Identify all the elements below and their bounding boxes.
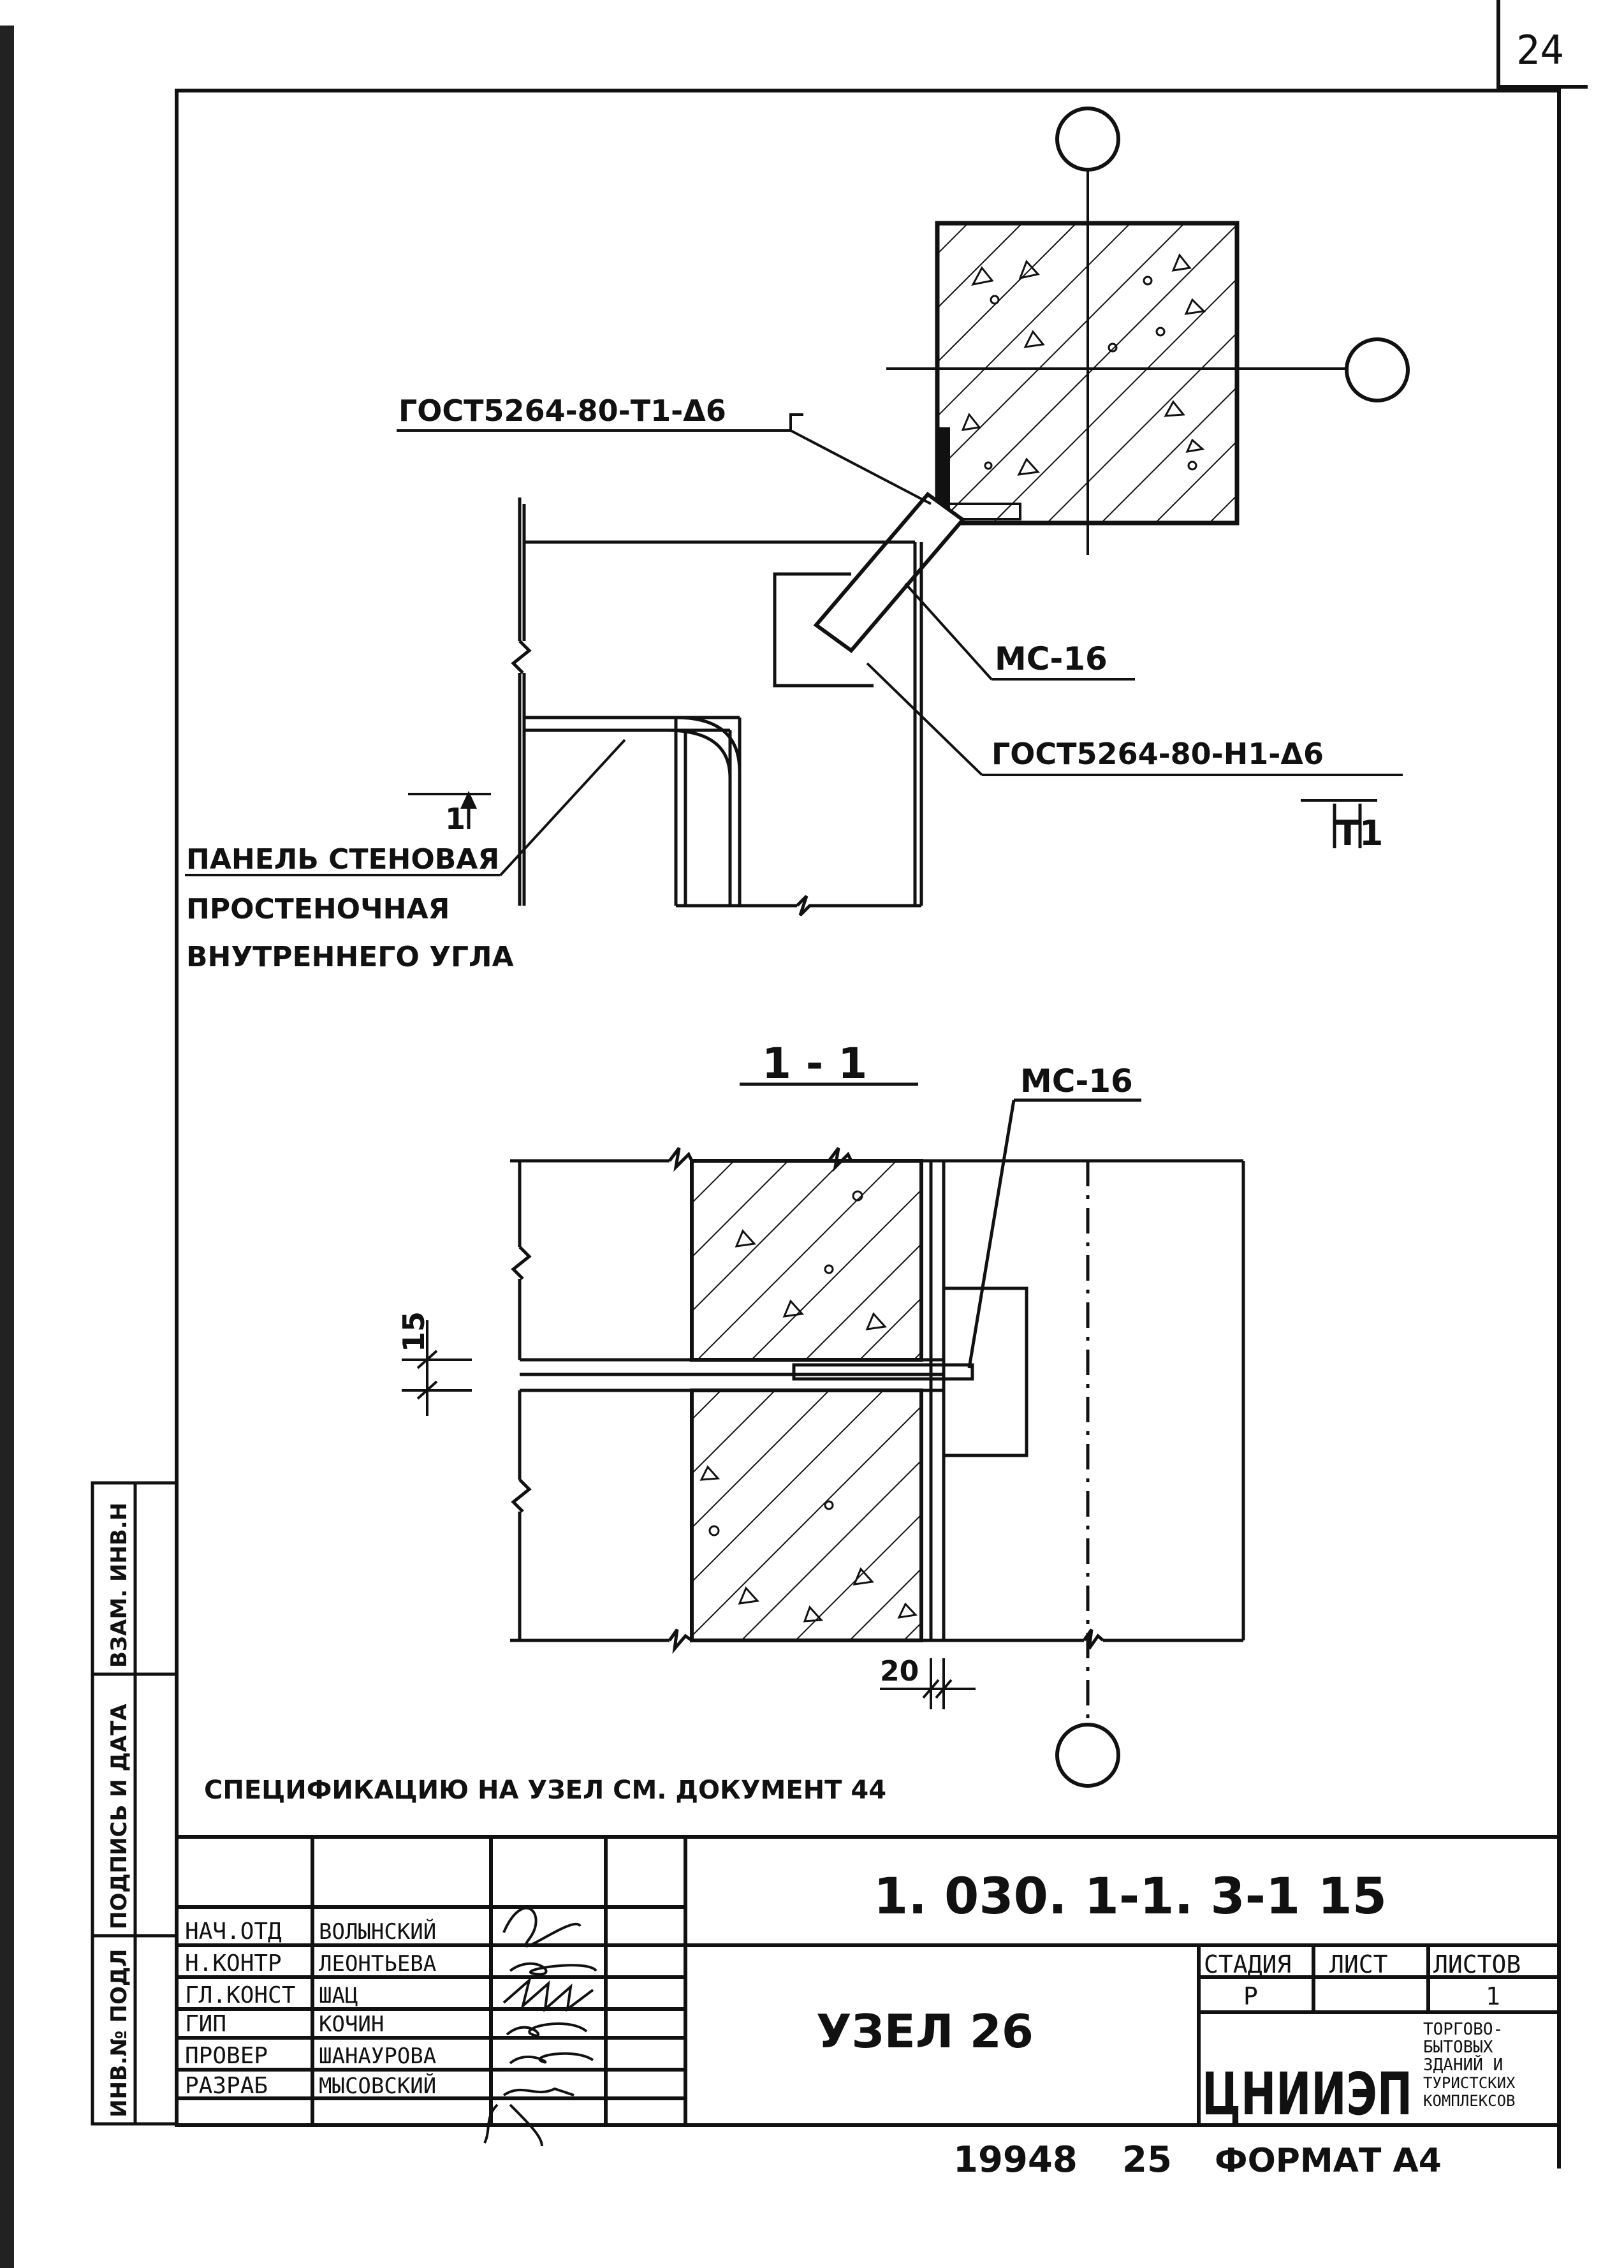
format-label: ФОРМАТ А4 bbox=[1215, 2142, 1442, 2180]
side-stamp-replace: ВЗАМ. ИНВ.Н bbox=[106, 1503, 132, 1668]
axis-marker-right bbox=[1345, 337, 1410, 402]
side-stamp-inventory: ИНВ.№ ПОДЛ bbox=[106, 1949, 132, 2117]
side-stamp-signature: ПОДПИСЬ И ДАТА bbox=[106, 1704, 132, 1929]
col-stage-header: СТАДИЯ bbox=[1204, 1950, 1291, 1978]
drawing-title: УЗЕЛ 26 bbox=[816, 2005, 1034, 2058]
org-name: ЦНИИЭП bbox=[1202, 2060, 1412, 2128]
part-label-ms16-section: МС-16 bbox=[1020, 1063, 1133, 1100]
section-outline bbox=[510, 1098, 1245, 1722]
org-sub-4: ТУРИСТСКИХ bbox=[1423, 2074, 1516, 2092]
panel-label-line-3: ВНУТРЕННЕГО УГЛА bbox=[186, 941, 514, 973]
org-sub-5: КОМПЛЕКСОВ bbox=[1423, 2092, 1516, 2110]
dimension-20 bbox=[880, 1658, 976, 1709]
slab-lower bbox=[690, 1388, 923, 1642]
sheets-value: 1 bbox=[1486, 1982, 1500, 2010]
spec-note: СПЕЦИФИКАЦИЮ НА УЗЕЛ СМ. ДОКУМЕНТ 44 bbox=[204, 1776, 886, 1805]
inventory-suffix: 25 bbox=[1122, 2139, 1172, 2181]
signatures bbox=[483, 1906, 597, 2147]
leader-lines bbox=[185, 413, 1403, 876]
stage-value: Р bbox=[1243, 1982, 1258, 2010]
wall-panel-plan bbox=[511, 497, 923, 917]
section-mark-1: 1 bbox=[445, 802, 465, 836]
org-sub-1: ТОРГОВО- bbox=[1423, 2020, 1503, 2039]
side-stamp bbox=[91, 1481, 179, 2126]
panel-label-line-1: ПАНЕЛЬ СТЕНОВАЯ bbox=[186, 843, 499, 876]
doc-code: 1. 030. 1-1. 3-1 15 bbox=[874, 1868, 1387, 1926]
panel-label-line-2: ПРОСТЕНОЧНАЯ bbox=[186, 893, 450, 925]
axis-marker-top bbox=[1055, 107, 1120, 172]
col-sheet-header: ЛИСТ bbox=[1329, 1950, 1388, 1978]
concrete-aggregate bbox=[961, 253, 1206, 476]
org-sub-3: ЗДАНИЙ И bbox=[1423, 2054, 1503, 2075]
name-row-5: ШАНАУРОВА bbox=[319, 2043, 436, 2069]
part-label-ms16-plan: МС-16 bbox=[995, 640, 1108, 677]
ms16-connector bbox=[813, 491, 966, 654]
role-row-3: ГЛ.КОНСТ bbox=[185, 1982, 295, 2008]
page-number: 24 bbox=[1516, 27, 1564, 73]
weld-label-t1: ГОСТ5264-80-Т1-Δ6 bbox=[399, 394, 726, 428]
inventory-number: 19948 bbox=[953, 2139, 1078, 2181]
name-row-1: ВОЛЫНСКИЙ bbox=[319, 1918, 436, 1945]
section-1-1: 1 - 1 bbox=[397, 1039, 1245, 1788]
dimension-15 bbox=[402, 1320, 472, 1416]
role-row-2: Н.КОНТР bbox=[185, 1950, 282, 1977]
section-title: 1 - 1 bbox=[762, 1039, 867, 1088]
name-row-3: ШАЦ bbox=[319, 1983, 358, 2008]
slab-upper bbox=[690, 1159, 923, 1362]
name-row-4: КОЧИН bbox=[319, 2012, 384, 2037]
axis-marker-bottom bbox=[1055, 1723, 1120, 1788]
dimension-20-label: 20 bbox=[880, 1655, 919, 1688]
dimension-15-label: 15 bbox=[397, 1311, 431, 1352]
col-sheets-header: ЛИСТОВ bbox=[1433, 1950, 1521, 1978]
role-row-5: ПРОВЕР bbox=[185, 2043, 268, 2069]
plan-view: ГОСТ5264-80-Т1-Δ6 МС-16 ГОСТ5264-80-Н1-Δ… bbox=[185, 107, 1410, 973]
org-sub-2: БЫТОВЫХ bbox=[1423, 2038, 1493, 2057]
weld-label-n1: ГОСТ5264-80-Н1-Δ6 bbox=[991, 737, 1324, 771]
binding-edge bbox=[0, 26, 14, 2268]
sheet-frame bbox=[175, 0, 1588, 2169]
role-row-1: НАЧ.ОТД bbox=[185, 1918, 282, 1945]
weld-label-n1-sub: Т1 bbox=[1336, 813, 1383, 853]
role-row-4: ГИП bbox=[185, 2011, 226, 2037]
title-block-grid bbox=[177, 1835, 1559, 2125]
role-row-6: РАЗРАБ bbox=[185, 2073, 268, 2099]
name-row-2: ЛЕОНТЬЕВА bbox=[319, 1951, 436, 1977]
name-row-6: МЫСОВСКИЙ bbox=[319, 2073, 436, 2099]
